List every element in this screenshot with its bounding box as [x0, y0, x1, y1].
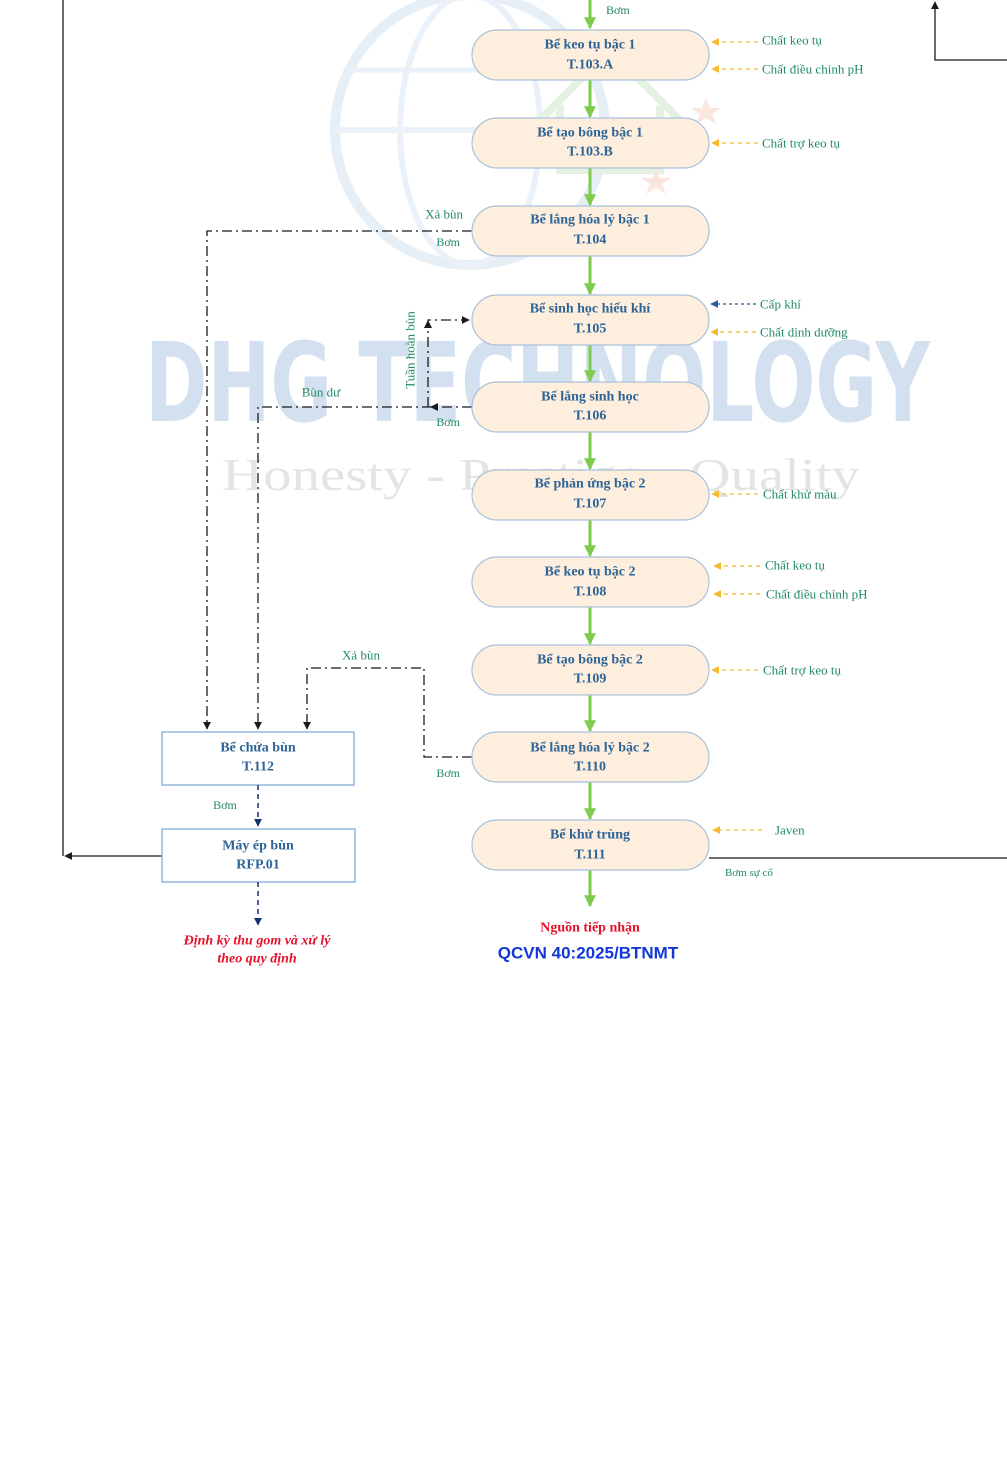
t104-discharge-label: Xả bùn — [425, 207, 463, 222]
tank-code: T.107 — [574, 497, 607, 512]
tank-t111: Bể khử trùng T.111 — [471, 819, 710, 871]
sludge-lines — [203, 230, 472, 758]
tank-code: T.103.B — [567, 145, 613, 160]
t106-pump-label: Bơm — [436, 415, 460, 429]
star-icon — [641, 168, 671, 194]
sludge-tank-code: T.112 — [242, 760, 274, 775]
tank-t103a: Bể keo tụ bậc 1 T.103.A — [471, 29, 710, 81]
star-icon — [691, 98, 721, 124]
inlet-pump-label: Bơm — [606, 3, 630, 17]
emergency-pump-label: Bơm sự cố — [725, 867, 773, 879]
filter-press-code: RFP.01 — [236, 858, 279, 873]
tank-code: T.104 — [574, 233, 607, 248]
tank-name: Bể lắng hóa lý bậc 2 — [530, 741, 649, 756]
tank-name: Bể phản ứng bậc 2 — [534, 477, 645, 492]
dosing-label: Chất điều chỉnh pH — [762, 62, 863, 77]
tank-t106: Bể lắng sinh học T.106 — [471, 381, 710, 433]
t110-pump-label: Bơm — [436, 766, 460, 780]
sludge-tank-t112: Bể chứa bùn T.112 — [161, 731, 355, 786]
tank-shape — [471, 294, 710, 346]
t106-sludge-direction-arrowhead — [430, 403, 438, 411]
tank-t105: Bể sinh học hiếu khí T.105 — [471, 294, 710, 346]
tank-shape — [471, 29, 710, 81]
tank-code: T.109 — [574, 672, 607, 687]
tank-name: Bể lắng hóa lý bậc 1 — [530, 213, 649, 228]
tank-t104: Bể lắng hóa lý bậc 1 T.104 — [471, 205, 710, 257]
dosing-label: Chất keo tụ — [765, 558, 825, 573]
filter-press-name: Máy ép bùn — [222, 839, 294, 854]
tank-shape — [471, 819, 710, 871]
tank-name: Bể khử trùng — [550, 828, 630, 843]
dosing-label: Chất keo tụ — [762, 33, 822, 48]
dosing-label: Chất trợ keo tụ — [762, 136, 841, 151]
t106-excess-sludge-line — [254, 406, 472, 730]
tank-name: Bể tạo bông bậc 1 — [537, 126, 643, 141]
tank-code: T.106 — [574, 409, 607, 424]
top-right-return-line — [931, 1, 1007, 61]
tank-shape — [471, 469, 710, 521]
t104-sludge-line — [203, 230, 472, 730]
tank-code: T.108 — [574, 585, 607, 600]
dosing-label: Chất trợ keo tụ — [763, 663, 842, 678]
recirculation-label: Tuần hoàn bùn — [403, 311, 418, 389]
dosing-label: Javen — [775, 823, 805, 838]
filter-press-shape — [161, 828, 356, 883]
tank-code: T.110 — [574, 760, 606, 775]
dosing-label: Chất khử màu — [763, 487, 837, 502]
t104-pump-label: Bơm — [436, 235, 460, 249]
dosing-label: Chất điều chỉnh pH — [766, 587, 867, 602]
tank-code: T.105 — [574, 322, 607, 337]
air-supply-label: Cấp khí — [760, 297, 801, 312]
sludge-tank-name: Bể chứa bùn — [220, 741, 296, 756]
tank-shape — [471, 556, 710, 608]
tank-t107: Bể phản ứng bậc 2 T.107 — [471, 469, 710, 521]
t110-discharge-label: Xả bùn — [342, 648, 380, 663]
discharge-standard-label: QCVN 40:2025/BTNMT — [498, 944, 679, 963]
dosing-label: Chất dinh dưỡng — [760, 325, 848, 340]
t110-sludge-line — [303, 667, 472, 758]
tank-name: Bể keo tụ bậc 2 — [545, 565, 636, 580]
tank-code: T.103.A — [567, 58, 614, 73]
tank-shape — [471, 644, 710, 696]
filter-press-rfp01: Máy ép bùn RFP.01 — [161, 828, 356, 883]
tank-shape — [471, 731, 710, 783]
tank-shape — [471, 381, 710, 433]
tank-t103b: Bể tạo bông bậc 1 T.103.B — [471, 117, 710, 169]
tank-name: Bể lắng sinh học — [541, 390, 639, 405]
tank-shape — [471, 205, 710, 257]
tank-name: Bể keo tụ bậc 1 — [545, 38, 636, 53]
tank-t108: Bể keo tụ bậc 2 T.108 — [471, 556, 710, 608]
dosing-lines — [710, 38, 762, 834]
tank-shape — [471, 117, 710, 169]
tank-t109: Bể tạo bông bậc 2 T.109 — [471, 644, 710, 696]
tank-code: T.111 — [574, 848, 605, 863]
tank-name: Bể tạo bông bậc 2 — [537, 653, 643, 668]
disposal-note-line-2: theo quy định — [217, 952, 297, 967]
receiving-source-label: Nguồn tiếp nhận — [540, 921, 640, 936]
tank-name: Bể sinh học hiếu khí — [530, 302, 652, 317]
tank-t110: Bể lắng hóa lý bậc 2 T.110 — [471, 731, 710, 783]
disposal-note-line-1: Định kỳ thu gom và xử lý — [183, 934, 332, 949]
recirculation-up-arrowhead — [424, 320, 432, 328]
transfer-pump-label: Bơm — [213, 798, 237, 812]
t106-excess-label: Bùn dư — [302, 385, 341, 400]
